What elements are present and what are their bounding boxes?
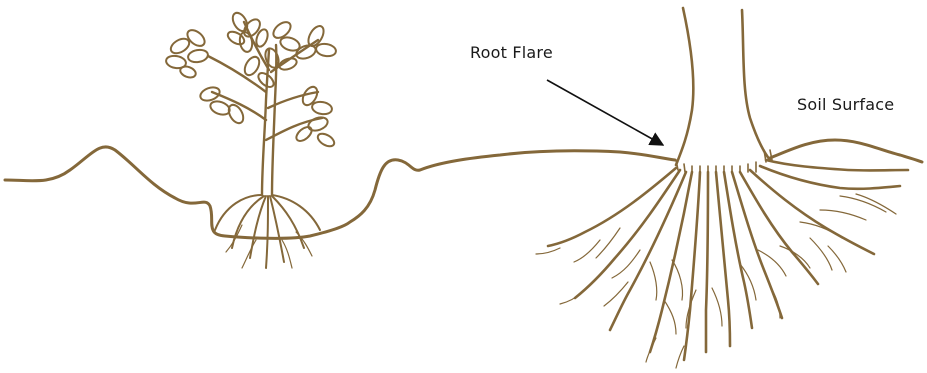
root-flare-arrow	[547, 80, 663, 145]
leaf-cluster	[242, 19, 302, 90]
young-plant-roots	[215, 195, 320, 268]
leaf-cluster	[165, 27, 209, 79]
young-plant	[165, 10, 337, 268]
root-flare-texture	[676, 150, 772, 172]
young-plant-trunk	[262, 50, 269, 195]
mature-tree-trunk	[676, 8, 693, 165]
leaf-cluster	[199, 85, 247, 126]
mature-tree-roots	[548, 160, 908, 360]
mature-tree-rootlets	[536, 194, 896, 368]
soil-surface-line	[5, 147, 675, 238]
soil-surface-line-right	[770, 140, 922, 162]
leaf-cluster	[294, 84, 336, 148]
soil-surface-label: Soil Surface	[797, 95, 894, 114]
mature-tree	[536, 8, 908, 368]
root-flare-label: Root Flare	[470, 43, 553, 62]
